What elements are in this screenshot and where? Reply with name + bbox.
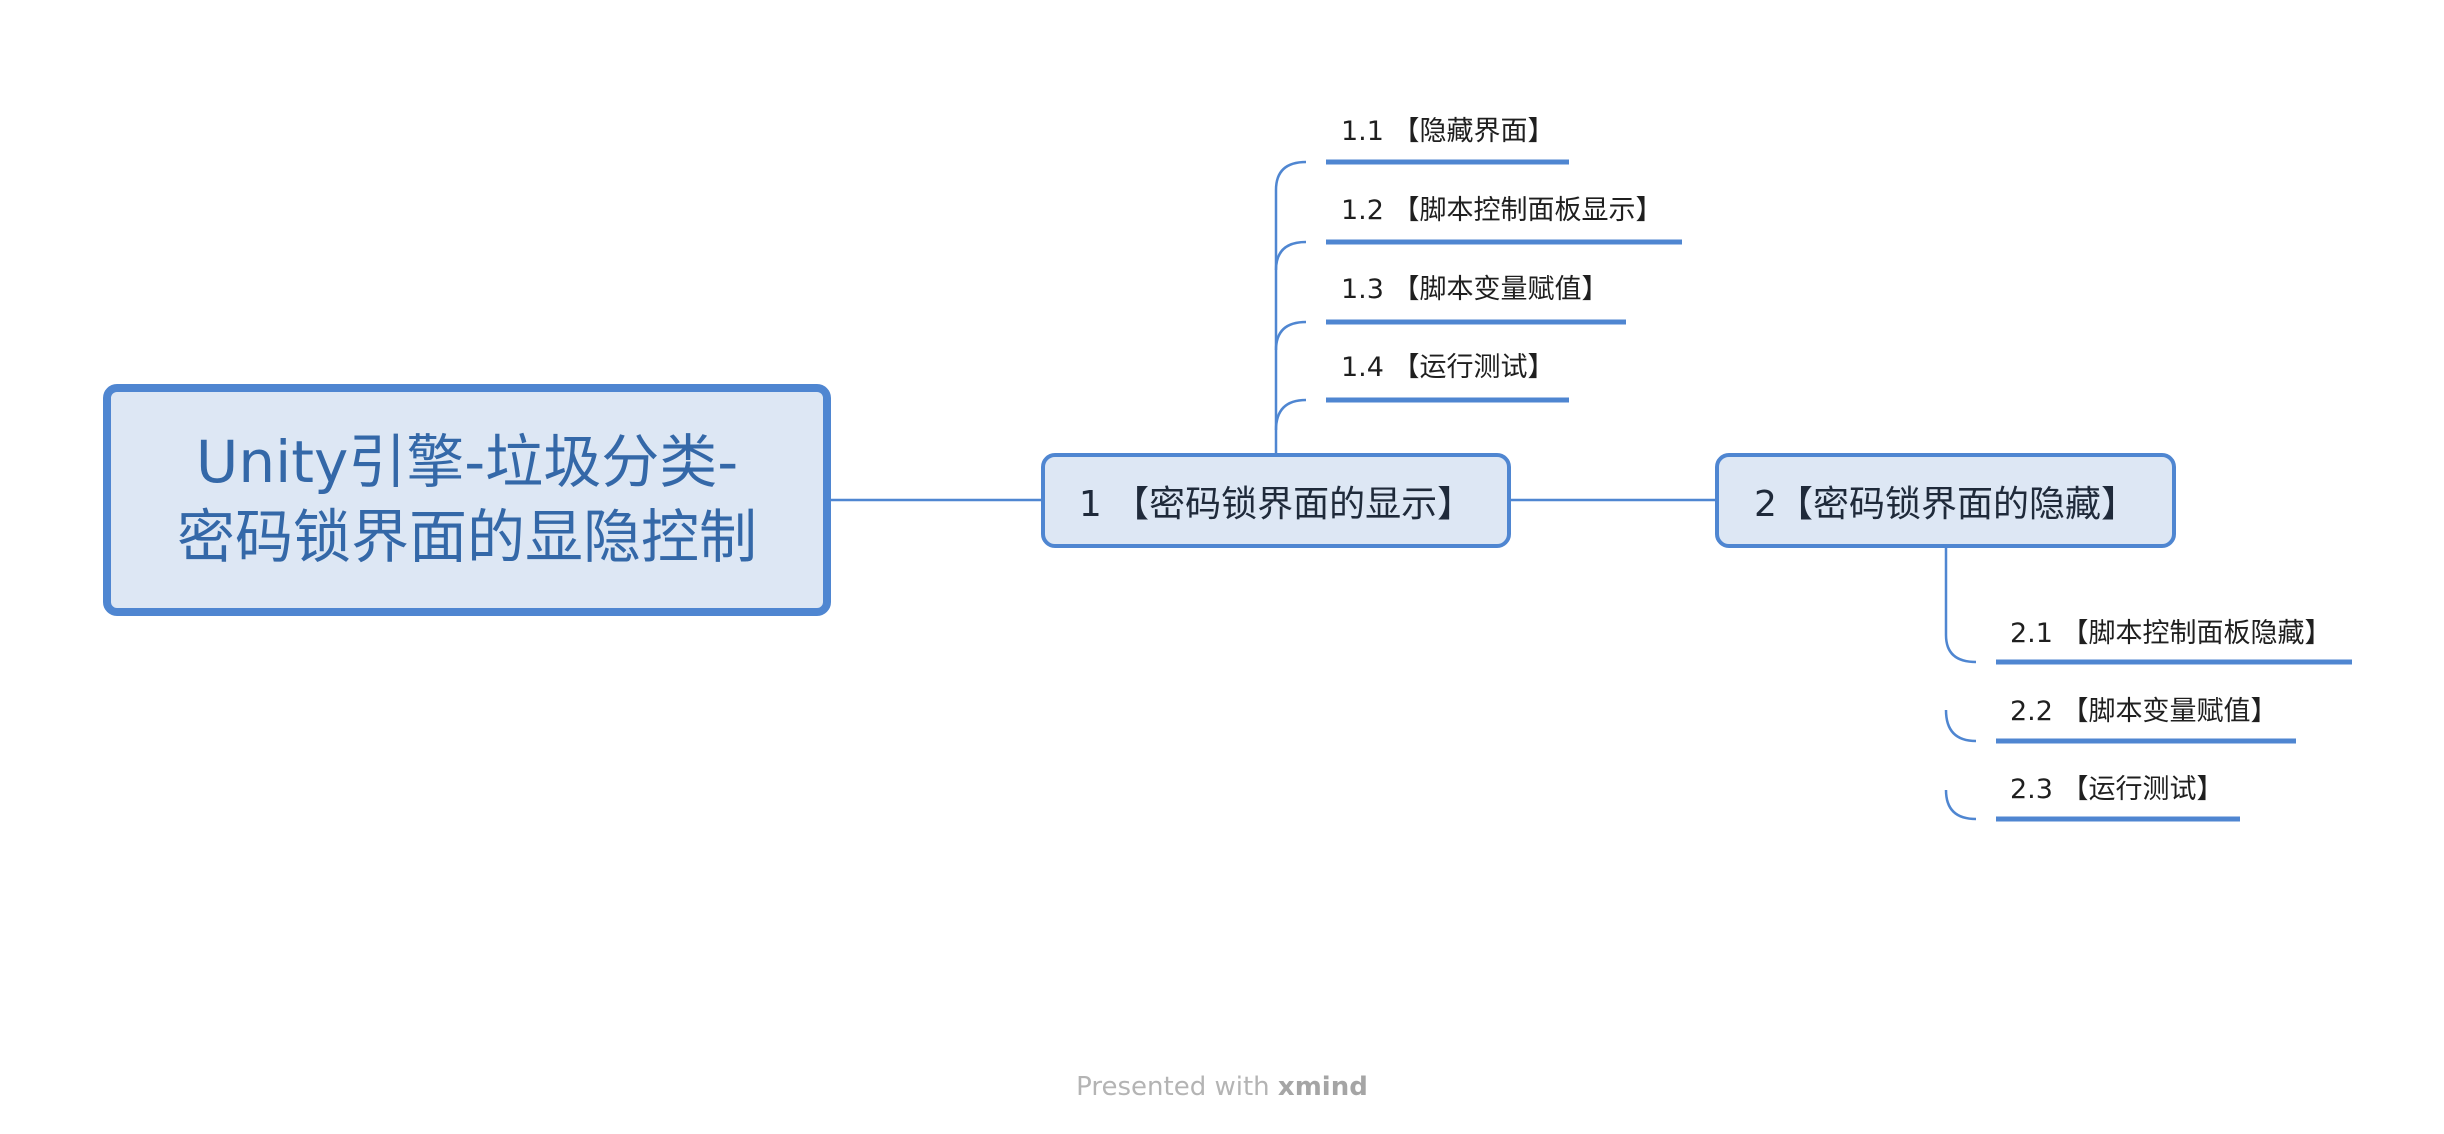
branch-topic-2-label: 2【密码锁界面的隐藏】 — [1754, 483, 2137, 525]
central-topic-line1: Unity引擎-垃圾分类- — [195, 427, 739, 496]
connector-1-1 — [1274, 160, 1307, 453]
connector-2-1 — [1944, 548, 1977, 664]
subtopic-1-4[interactable]: 1.4 【运行测试】 — [1341, 352, 1555, 383]
central-topic-line2: 密码锁界面的显隐控制 — [176, 503, 757, 571]
subtopic-2-2[interactable]: 2.2 【脚本变量赋值】 — [2010, 696, 2278, 727]
xmind-brand: xmind — [1277, 1072, 1368, 1102]
connector-1-2 — [1274, 240, 1307, 271]
branch-topic-1[interactable]: 1 【密码锁界面的显示】 — [1041, 453, 1511, 548]
footer-credit: Presented with xmind — [0, 1072, 2444, 1102]
subtopic-2-3[interactable]: 2.3 【运行测试】 — [2010, 774, 2224, 805]
footer-prefix: Presented with — [1076, 1072, 1270, 1102]
subtopic-2-1[interactable]: 2.1 【脚本控制面板隐藏】 — [2010, 618, 2332, 649]
connector-1-4 — [1274, 398, 1307, 431]
connector-2-3 — [1944, 789, 1977, 821]
subtopic-1-3[interactable]: 1.3 【脚本变量赋值】 — [1341, 274, 1609, 305]
central-topic[interactable]: Unity引擎-垃圾分类- 密码锁界面的显隐控制 — [103, 384, 831, 616]
connector-1-3 — [1274, 320, 1307, 351]
branch-topic-1-label: 1 【密码锁界面的显示】 — [1078, 483, 1474, 525]
connector-2-2 — [1944, 709, 1977, 743]
subtopic-1-2[interactable]: 1.2 【脚本控制面板显示】 — [1341, 195, 1663, 226]
subtopic-1-1[interactable]: 1.1 【隐藏界面】 — [1341, 116, 1555, 147]
branch-topic-2[interactable]: 2【密码锁界面的隐藏】 — [1715, 453, 2176, 548]
